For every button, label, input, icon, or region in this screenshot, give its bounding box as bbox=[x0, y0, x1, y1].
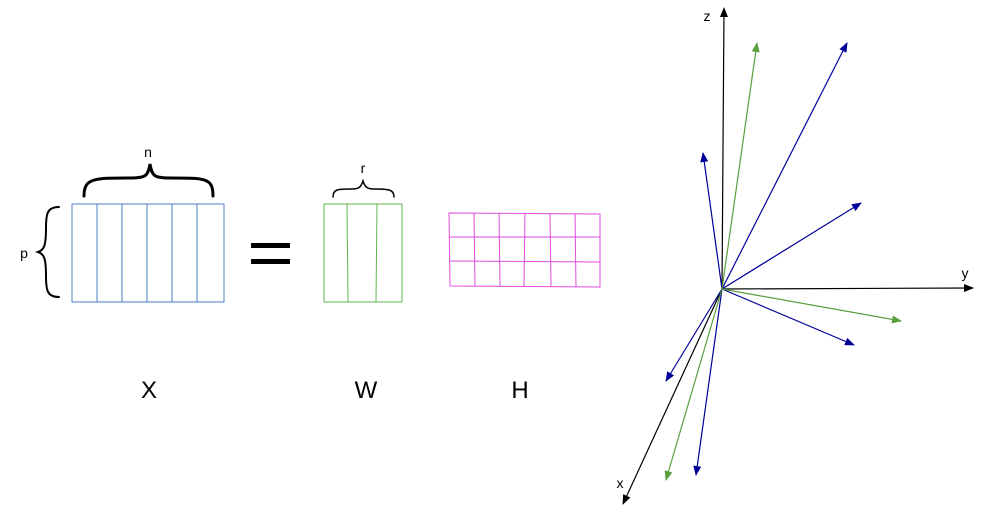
h-matrix bbox=[448, 212, 601, 288]
green-vector bbox=[664, 288, 723, 481]
n-label: n bbox=[144, 144, 152, 160]
blue-vector bbox=[665, 288, 723, 382]
p-label: p bbox=[20, 245, 28, 261]
green-vector bbox=[721, 288, 902, 324]
x-matrix bbox=[71, 203, 225, 303]
z-axis-label: z bbox=[704, 8, 711, 24]
x-axis-label: x bbox=[617, 475, 624, 491]
green-vectors bbox=[664, 42, 902, 481]
equals-sign bbox=[251, 243, 290, 264]
axes-3d bbox=[622, 7, 974, 505]
y-axis-label: y bbox=[962, 265, 969, 281]
p-brace bbox=[34, 206, 60, 298]
y-axis bbox=[721, 284, 974, 293]
x-matrix-label: X bbox=[141, 377, 157, 404]
h-matrix-label: H bbox=[511, 377, 528, 404]
w-matrix-label: W bbox=[355, 377, 378, 404]
x-axis bbox=[622, 288, 723, 505]
blue-vector bbox=[721, 42, 848, 290]
blue-vector bbox=[721, 202, 862, 290]
blue-vector bbox=[693, 288, 723, 476]
z-axis bbox=[719, 7, 728, 290]
r-brace bbox=[332, 178, 395, 198]
n-brace bbox=[82, 163, 215, 198]
r-label: r bbox=[361, 160, 366, 176]
blue-vector bbox=[700, 152, 723, 290]
green-vector bbox=[721, 42, 760, 290]
blue-vector bbox=[721, 288, 855, 346]
blue-vectors bbox=[665, 42, 862, 476]
w-matrix bbox=[323, 203, 403, 303]
